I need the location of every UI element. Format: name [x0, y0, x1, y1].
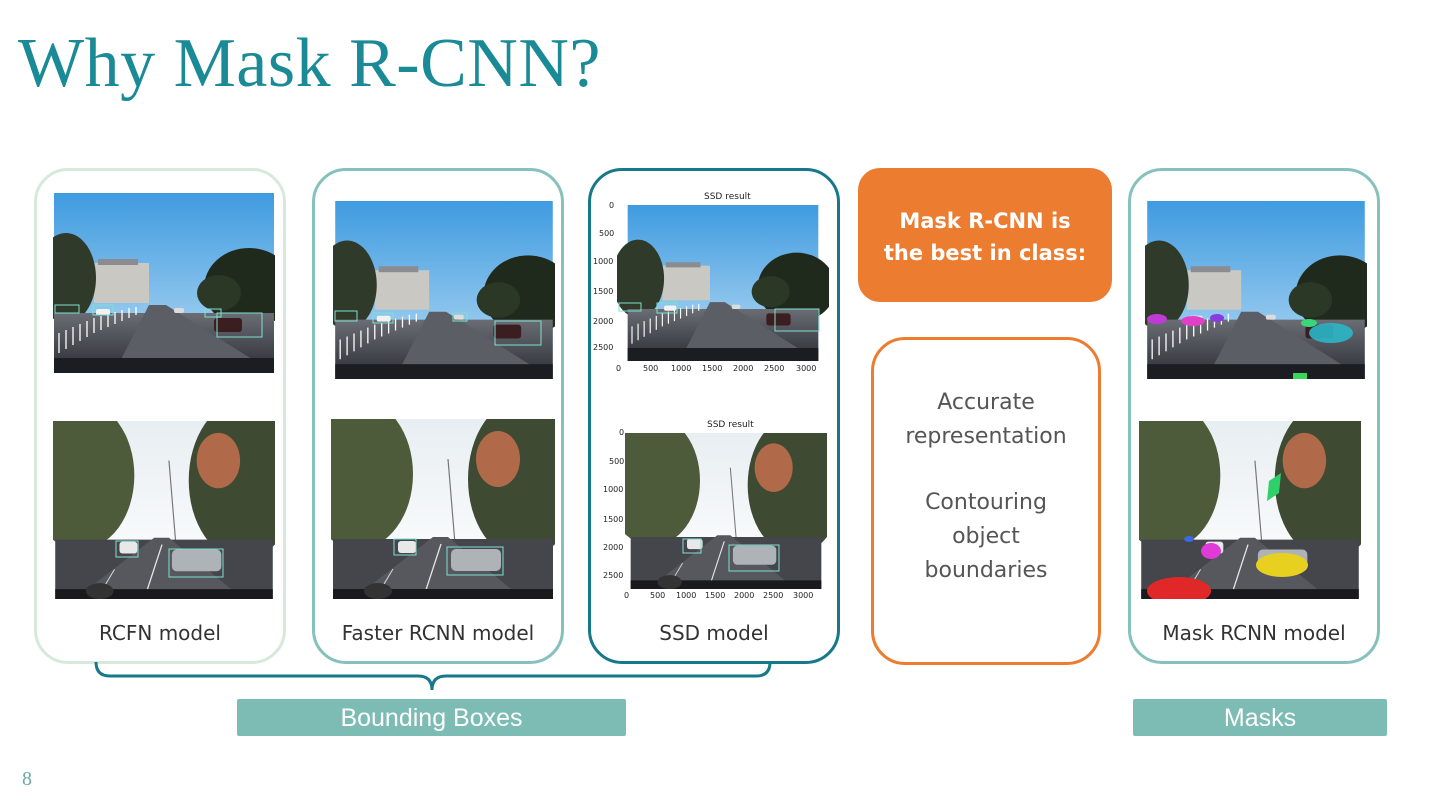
tick-label: 500: [650, 591, 666, 600]
tick-label: 2500: [764, 364, 785, 373]
tick-label: 0: [616, 364, 622, 373]
faster-rcnn-model-card: Faster RCNN model: [312, 168, 564, 664]
rcfn-model-card: RCFN model: [34, 168, 286, 664]
tick-label: 1000: [593, 257, 614, 266]
tick-label: 2500: [593, 343, 614, 352]
tick-label: 1000: [676, 591, 697, 600]
tick-label: 1500: [702, 364, 723, 373]
callout-headline-line2: the best in class:: [883, 241, 1087, 265]
tick-label: 2000: [593, 317, 614, 326]
tick-label: 2500: [603, 571, 624, 580]
masks-tag: Masks: [1133, 699, 1387, 736]
advantage-1-line2: representation: [905, 424, 1067, 449]
tick-label: 500: [609, 457, 625, 466]
ssd-top-image: [617, 205, 829, 361]
rcfn-top-image: [53, 193, 275, 373]
best-in-class-callout: Mask R-CNN is the best in class:: [858, 168, 1112, 302]
mask-rcnn-bottom-image: [1139, 421, 1361, 599]
slide-title: Why Mask R-CNN?: [18, 25, 601, 102]
advantage-1-line1: Accurate: [937, 390, 1035, 415]
tick-label: 1000: [603, 485, 624, 494]
tick-label: 0: [609, 201, 615, 210]
card-label: RCFN model: [99, 621, 221, 645]
rcfn-bottom-image: [53, 421, 275, 599]
tick-label: 3000: [793, 591, 814, 600]
tick-label: 1500: [705, 591, 726, 600]
bounding-boxes-tag: Bounding Boxes: [237, 699, 626, 736]
bounding-boxes-brace: [94, 661, 772, 691]
callout-headline-line1: Mask R-CNN is: [899, 209, 1071, 233]
mask-rcnn-model-card: Mask RCNN model: [1128, 168, 1380, 664]
tick-label: 500: [599, 229, 615, 238]
tick-label: 2500: [763, 591, 784, 600]
mask-rcnn-top-image: [1145, 201, 1367, 379]
card-label: Mask RCNN model: [1162, 621, 1346, 645]
tick-label: 2000: [734, 591, 755, 600]
faster-rcnn-bottom-image: [331, 419, 555, 599]
ssd-top-plot-title: SSD result: [704, 192, 751, 202]
tick-label: 0: [619, 428, 625, 437]
page-number: 8: [22, 768, 32, 790]
advantage-2-line2: object: [952, 524, 1020, 549]
tick-label: 1500: [593, 287, 614, 296]
tick-label: 0: [624, 591, 630, 600]
advantage-2-line3: boundaries: [924, 558, 1048, 583]
tick-label: 2000: [603, 543, 624, 552]
ssd-model-card: SSD result 0 500 1000 1500 2000 2500 0 5…: [588, 168, 840, 664]
tick-label: 1000: [671, 364, 692, 373]
advantages-box: Accurate representation Contouring objec…: [871, 337, 1101, 665]
ssd-bottom-plot-title: SSD result: [707, 420, 754, 430]
faster-rcnn-top-image: [333, 201, 555, 379]
ssd-bottom-image: [625, 433, 827, 589]
tick-label: 500: [643, 364, 659, 373]
tick-label: 2000: [733, 364, 754, 373]
card-label: Faster RCNN model: [341, 621, 535, 645]
tick-label: 1500: [603, 515, 624, 524]
card-label: SSD model: [659, 621, 769, 645]
advantage-2-line1: Contouring: [925, 490, 1047, 515]
tick-label: 3000: [796, 364, 817, 373]
